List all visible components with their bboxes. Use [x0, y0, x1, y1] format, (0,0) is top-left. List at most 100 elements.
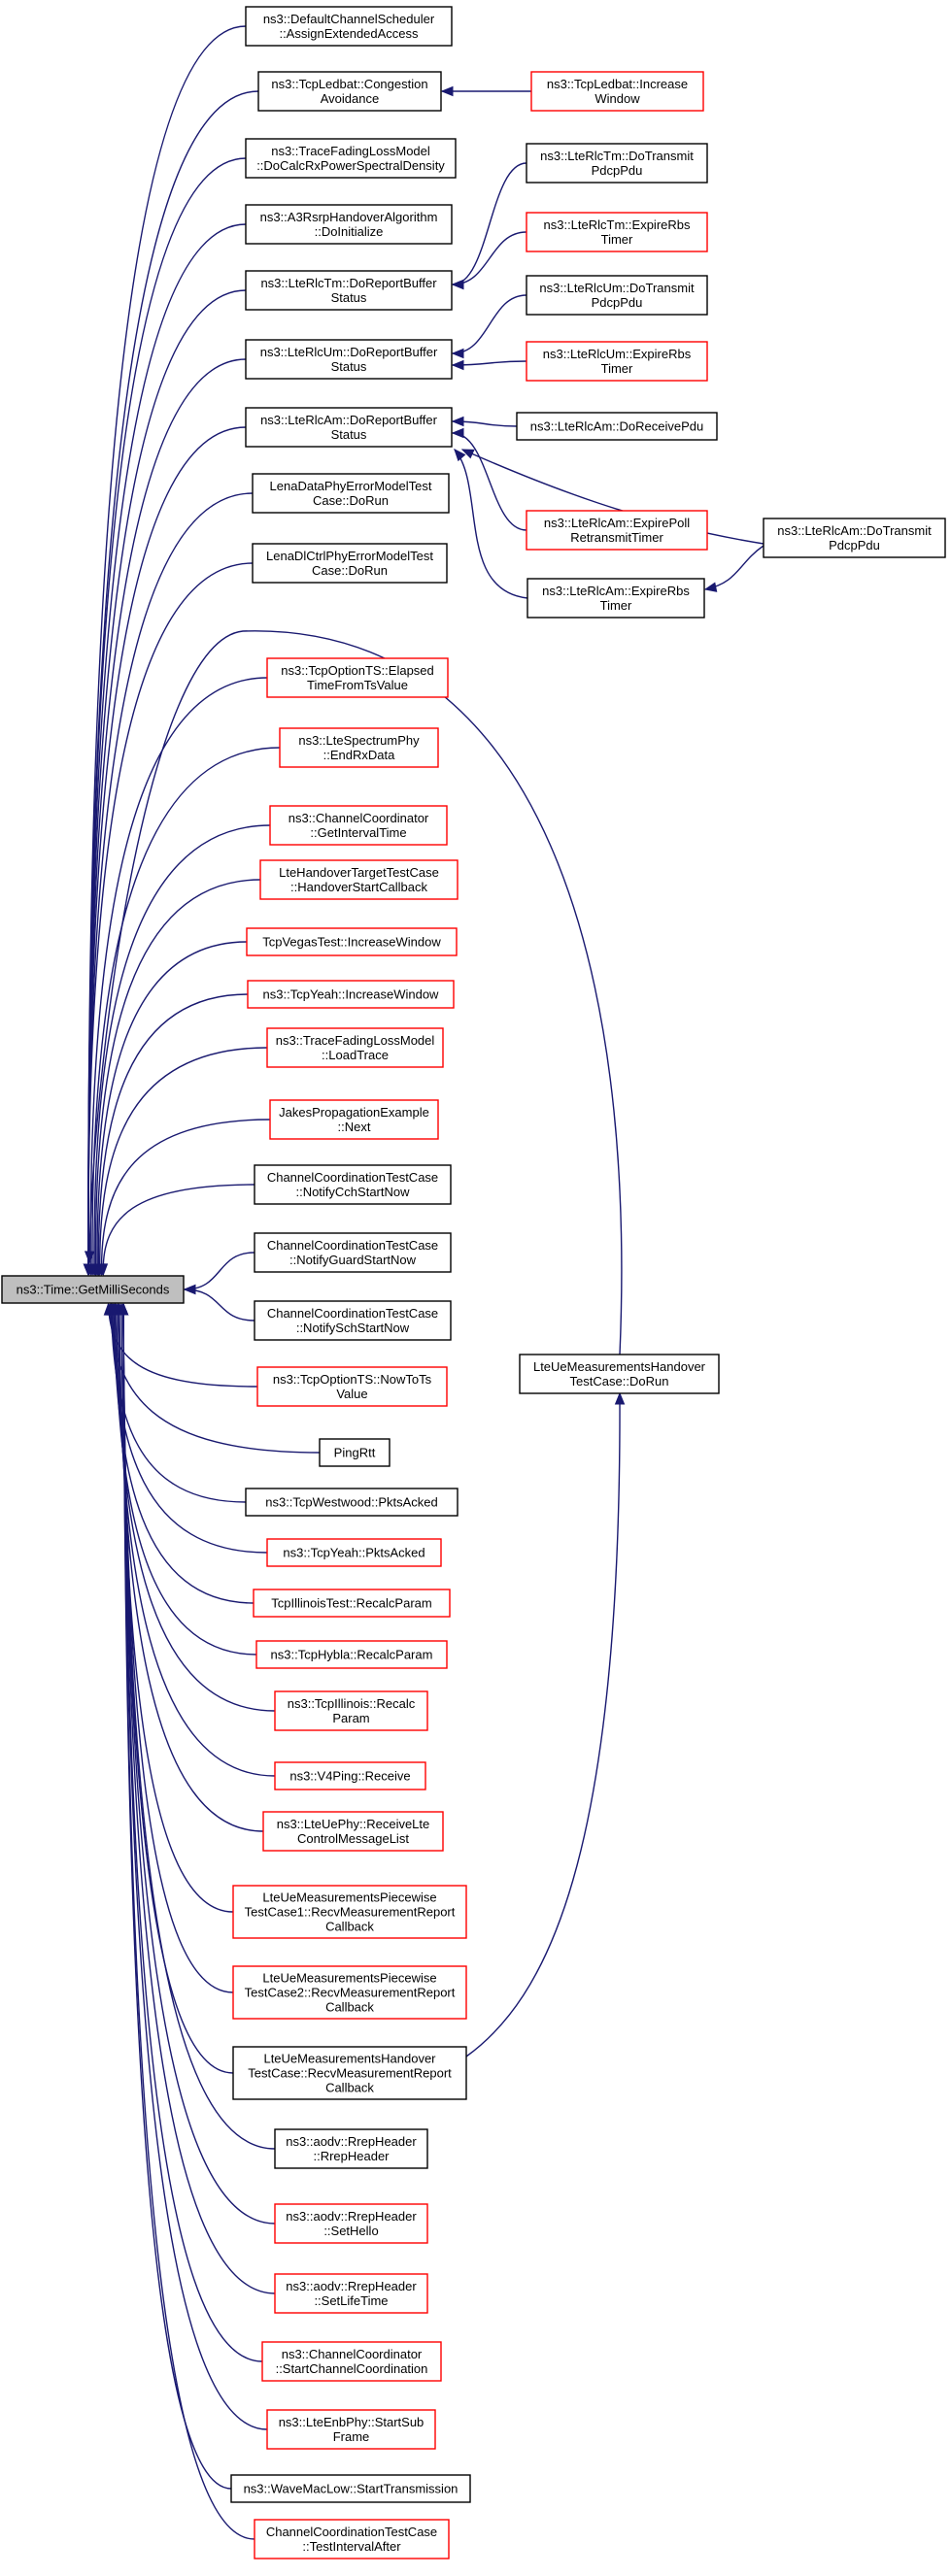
node-box [257, 71, 442, 112]
node-label-line: ::AssignExtendedAccess [279, 26, 419, 41]
node-ns3-tracefadinglossmodel-loadtrace[interactable]: ns3::TraceFadingLossModel::LoadTrace [266, 1027, 444, 1068]
node-label-line: ns3::LteRlcAm::DoTransmit [777, 523, 932, 538]
node-box [246, 927, 458, 956]
node-box [256, 1366, 448, 1407]
node-channelcoordinationtestcase-notifycchstartnow[interactable]: ChannelCoordinationTestCase::NotifyCchSt… [254, 1164, 452, 1205]
edge-arrowhead [614, 1391, 626, 1405]
node-lteuemeasurementspiecewisetestcase1-recvmeasurementreportcallback[interactable]: LteUeMeasurementsPiecewiseTestCase1::Rec… [232, 1885, 467, 1939]
node-label-line: ns3::LteRlcAm::ExpirePoll [544, 516, 690, 530]
node-ns3-v4ping-receive[interactable]: ns3::V4Ping::Receive [274, 1761, 426, 1790]
node-label-line: LenaDataPhyErrorModelTest [270, 479, 432, 493]
node-lteuemeasurementspiecewisetestcase2-recvmeasurementreportcallback[interactable]: LteUeMeasurementsPiecewiseTestCase2::Rec… [232, 1965, 467, 2020]
node-box [252, 473, 450, 514]
node-ns3-defaultchannelscheduler-assignextendedaccess[interactable]: ns3::DefaultChannelScheduler::AssignExte… [245, 6, 453, 47]
node-label-line: ns3::TcpYeah::PktsAcked [283, 1546, 425, 1560]
node-label-line: ns3::V4Ping::Receive [289, 1769, 410, 1784]
node-box [232, 1885, 467, 1939]
edge-n17-to-root [87, 562, 254, 1276]
edge-n38-to-root [117, 1303, 276, 1777]
node-box [252, 543, 448, 584]
node-label-line: LteHandoverTargetTestCase [279, 865, 439, 880]
edge-n15-to-n12 [452, 432, 527, 531]
node-ns3-lteuephy-receiveltecontrolmessagelist[interactable]: ns3::LteUePhy::ReceiveLteControlMessageL… [262, 1811, 444, 1852]
node-label-line: ns3::LteRlcTm::DoReportBuffer [260, 276, 437, 290]
node-ns3-wavemaclow-starttransmission[interactable]: ns3::WaveMacLow::StartTransmission [230, 2474, 471, 2503]
node-ns3-channelcoordinator-startchannelcoordination[interactable]: ns3::ChannelCoordinator::StartChannelCoo… [261, 2341, 442, 2382]
node-label-line: Window [594, 91, 640, 106]
node-ns3-aodv-rrepheader-setlifetime[interactable]: ns3::aodv::RrepHeader::SetLifeTime [274, 2273, 428, 2314]
node-ns3-aodv-rrepheader-rrepheader[interactable]: ns3::aodv::RrepHeader::RrepHeader [274, 2128, 428, 2169]
node-channelcoordinationtestcase-testintervalafter[interactable]: ChannelCoordinationTestCase::TestInterva… [254, 2519, 450, 2559]
node-label-line: ns3::Time::GetMilliSeconds [17, 1283, 170, 1297]
node-label-line: ::NotifyGuardStartNow [289, 1253, 417, 1267]
node-ns3-lterlcam-doreceivepdu[interactable]: ns3::LteRlcAm::DoReceivePdu [516, 412, 718, 441]
node-ns3-a3rsrphandoveralgorithm-doinitialize[interactable]: ns3::A3RsrpHandoverAlgorithm::DoInitiali… [245, 204, 453, 245]
node-box [254, 1300, 452, 1341]
node-label-line: Value [336, 1387, 367, 1401]
node-label-line: ns3::ChannelCoordinator [282, 2347, 423, 2361]
edge-arrowhead [460, 449, 475, 459]
node-ns3-aodv-rrepheader-sethello[interactable]: ns3::aodv::RrepHeader::SetHello [274, 2203, 428, 2244]
node-box [253, 1589, 451, 1618]
node-ns3-tracefadinglossmodel-docalcrxpowerspectraldensity[interactable]: ns3::TraceFadingLossModel::DoCalcRxPower… [245, 138, 457, 179]
node-tcpillinoistest-recalcparam[interactable]: TcpIllinoisTest::RecalcParam [253, 1589, 451, 1618]
edge-n23-to-root [96, 941, 248, 1276]
node-label-line: ::RrepHeader [313, 2149, 390, 2163]
node-jakespropagationexample-next[interactable]: JakesPropagationExample::Next [269, 1099, 439, 1140]
node-label-line: Status [331, 427, 367, 442]
node-label-line: JakesPropagationExample [279, 1105, 429, 1120]
node-label-line: Callback [325, 2000, 374, 2015]
node-pingrtt[interactable]: PingRtt [319, 1438, 391, 1467]
node-ns3-ltespectrumphy-endrxdata[interactable]: ns3::LteSpectrumPhy::EndRxData [279, 727, 439, 768]
node-ns3-tcpyeah-pktsacked[interactable]: ns3::TcpYeah::PktsAcked [266, 1538, 442, 1567]
node-tcpvegastest-increasewindow[interactable]: TcpVegasTest::IncreaseWindow [246, 927, 458, 956]
node-channelcoordinationtestcase-notifyguardstartnow[interactable]: ChannelCoordinationTestCase::NotifyGuard… [254, 1232, 452, 1273]
edge-n7-to-n8 [452, 231, 527, 285]
edge-n20-to-root [91, 747, 281, 1276]
node-channelcoordinationtestcase-notifyschstartnow[interactable]: ChannelCoordinationTestCase::NotifySchSt… [254, 1300, 452, 1341]
node-label-line: PdcpPdu [592, 295, 643, 310]
node-box [274, 2203, 428, 2244]
node-ns3-tcpillinois-recalcparam[interactable]: ns3::TcpIllinois::RecalcParam [274, 1690, 428, 1731]
edge-arrowhead [440, 85, 454, 97]
node-lteuemeasurementshandovertestcase-recvmeasurementreportcallback[interactable]: LteUeMeasurementsHandoverTestCase::RecvM… [232, 2046, 467, 2100]
node-box [274, 2273, 428, 2314]
node-label-line: Case::DoRun [313, 493, 389, 508]
node-ns3-channelcoordinator-getintervaltime[interactable]: ns3::ChannelCoordinator::GetIntervalTime [269, 805, 448, 846]
node-label-line: ns3::aodv::RrepHeader [286, 2209, 417, 2224]
node-ns3-tcpwestwood-pktsacked[interactable]: ns3::TcpWestwood::PktsAcked [245, 1488, 459, 1517]
edge-n22-to-root [94, 879, 261, 1276]
node-ns3-tcpyeah-increasewindow[interactable]: ns3::TcpYeah::IncreaseWindow [247, 980, 455, 1009]
node-label-line: ns3::LteRlcTm::ExpireRbs [544, 217, 691, 232]
node-label-line: ns3::aodv::RrepHeader [286, 2279, 417, 2293]
node-label-line: Status [331, 290, 367, 305]
node-label-line: ::Next [338, 1120, 371, 1134]
node-ns3-time-getmilliseconds[interactable]: ns3::Time::GetMilliSeconds [1, 1275, 185, 1304]
node-box [526, 212, 708, 252]
node-label-line: ChannelCoordinationTestCase [267, 1170, 438, 1185]
node-box [516, 412, 718, 441]
node-ns3-tcphybla-recalcparam[interactable]: ns3::TcpHybla::RecalcParam [255, 1640, 448, 1669]
node-label-line: LenaDlCtrlPhyErrorModelTest [266, 549, 433, 563]
node-ns3-tcpledbat-increasewindow[interactable]: ns3::TcpLedbat::IncreaseWindow [530, 71, 704, 112]
node-ltehandovertargettestcase-handoverstartcallback[interactable]: LteHandoverTargetTestCase::HandoverStart… [259, 859, 459, 900]
node-label-line: ::NotifyCchStartNow [295, 1185, 410, 1199]
node-box [526, 143, 708, 184]
